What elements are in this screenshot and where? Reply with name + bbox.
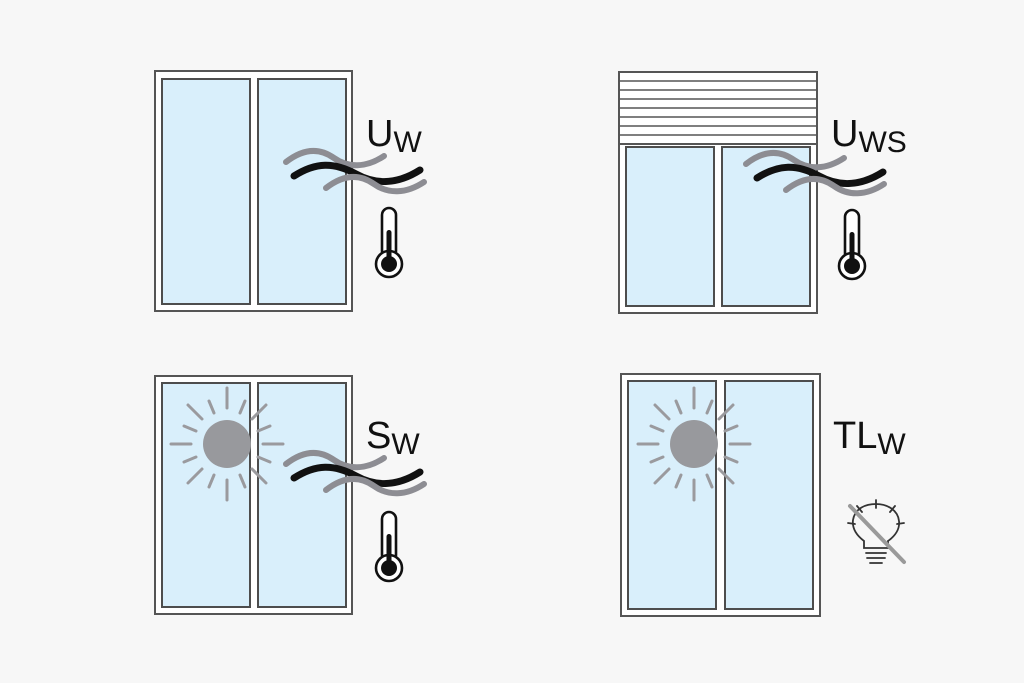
roller-shutter [618, 71, 818, 145]
sun-icon [636, 386, 752, 502]
panel-uws: UWS [618, 71, 907, 314]
thermometer-icon [374, 206, 404, 279]
window-sliding [154, 70, 353, 312]
window-sliding [618, 143, 818, 314]
thermometer-icon [837, 208, 867, 281]
window-sliding [620, 373, 821, 617]
label-uw: UW [366, 113, 422, 159]
panel-tlw: TLW [620, 373, 906, 617]
panel-sw: SW [154, 375, 424, 615]
label-uws: UWS [831, 113, 907, 159]
label-tlw: TLW [833, 415, 906, 461]
label-sw: SW [366, 415, 420, 461]
sun-icon [169, 386, 285, 502]
panel-uw: UW [154, 70, 424, 312]
window-sliding [154, 375, 353, 615]
thermometer-icon [374, 510, 404, 583]
light-bulb-crossed-icon [847, 499, 906, 564]
